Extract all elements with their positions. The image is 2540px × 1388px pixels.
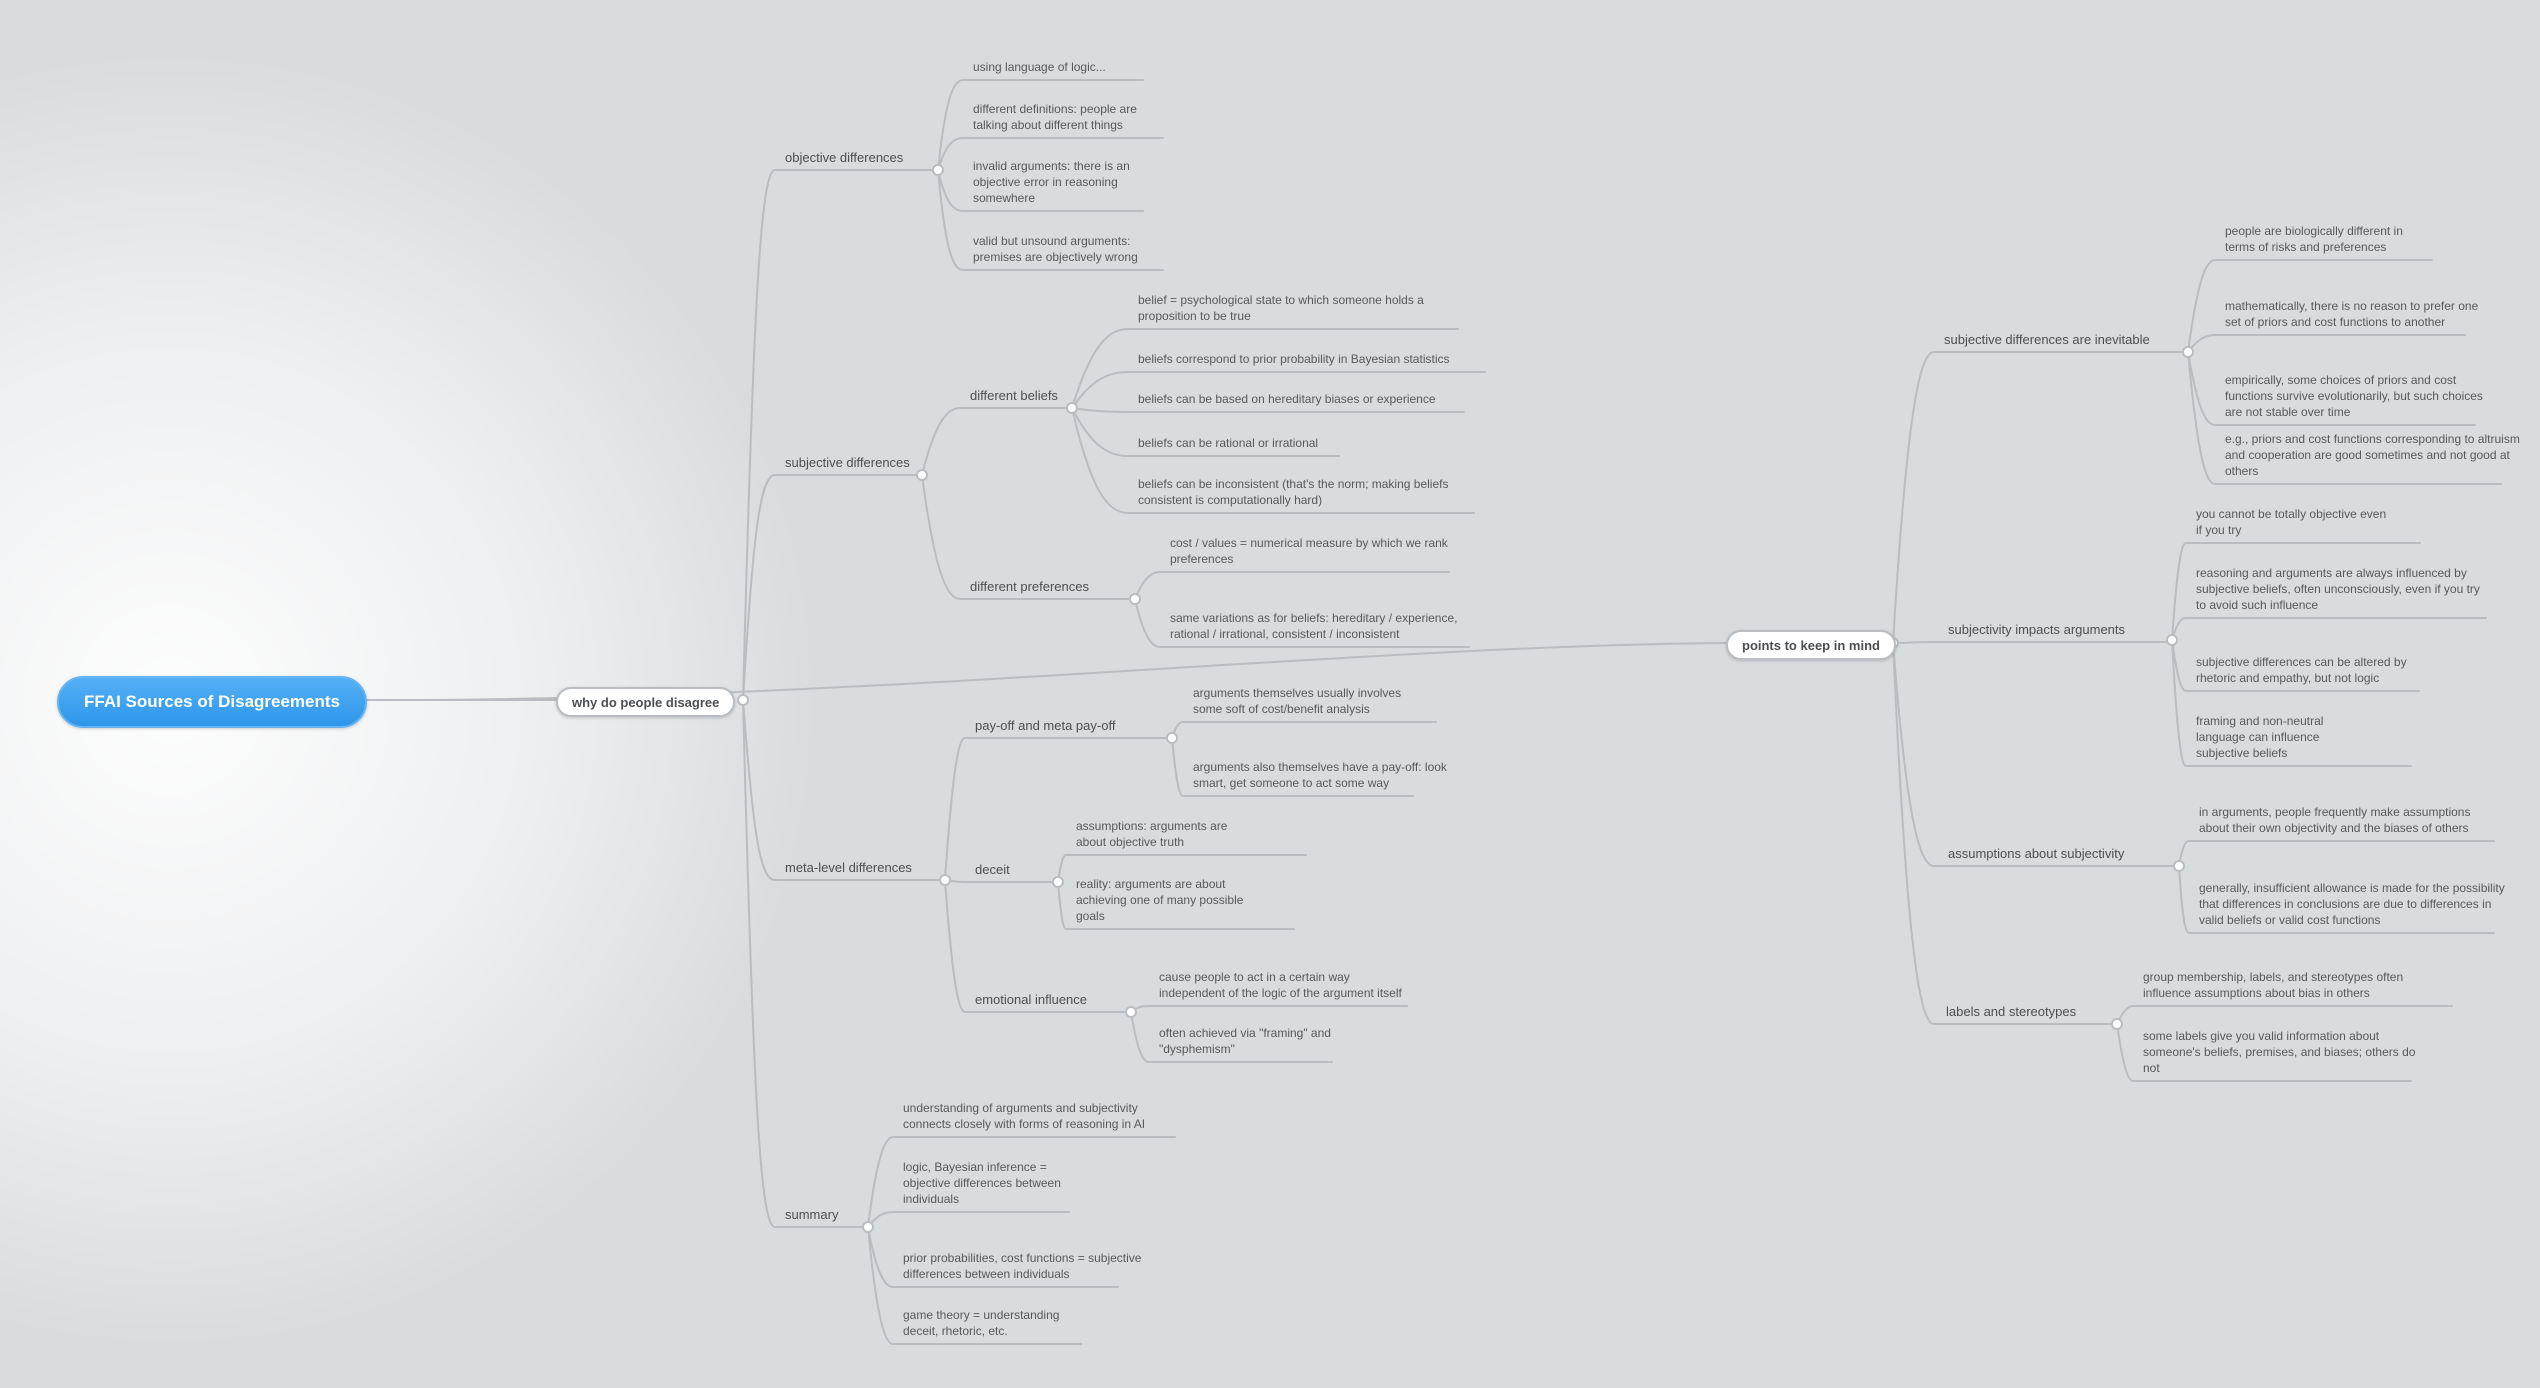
leaf-node[interactable]: e.g., priors and cost functions correspo… <box>2225 432 2520 478</box>
leaf-node[interactable]: beliefs correspond to prior probability … <box>1138 352 1450 366</box>
leaf-node[interactable]: belief = psychological state to which so… <box>1138 293 1424 323</box>
branch-node-points-to-keep-in-mind[interactable]: points to keep in mind <box>1726 630 1896 660</box>
leaf-node[interactable]: mathematically, there is no reason to pr… <box>2225 299 2479 329</box>
leaf-node[interactable]: reasoning and arguments are always influ… <box>2196 566 2480 612</box>
branch-node-why-do-people-disagree[interactable]: why do people disagree <box>556 687 736 717</box>
topic-meta-level-differences[interactable]: meta-level differences <box>785 860 912 875</box>
leaf-node[interactable]: beliefs can be based on hereditary biase… <box>1138 392 1436 406</box>
leaf-node[interactable]: people are biologically different in ter… <box>2225 224 2403 254</box>
topic-subjective-differences-are-inevitable[interactable]: subjective differences are inevitable <box>1944 332 2150 347</box>
leaf-node[interactable]: invalid arguments: there is an objective… <box>973 159 1130 205</box>
leaf-node[interactable]: prior probabilities, cost functions = su… <box>903 1251 1142 1281</box>
junction-dots <box>737 164 2194 1233</box>
leaf-node[interactable]: subjective differences can be altered by… <box>2196 655 2407 685</box>
leaf-node[interactable]: group membership, labels, and stereotype… <box>2143 970 2404 1000</box>
leaf-node[interactable]: arguments themselves usually involves so… <box>1193 686 1402 716</box>
leaf-node[interactable]: using language of logic... <box>973 60 1106 74</box>
topic-objective-differences[interactable]: objective differences <box>785 150 904 165</box>
leaf-node[interactable]: often achieved via "framing" and "dysphe… <box>1159 1026 1331 1056</box>
leaf-node[interactable]: logic, Bayesian inference = objective di… <box>903 1160 1061 1206</box>
leaf-node[interactable]: assumptions: arguments are about objecti… <box>1076 819 1228 849</box>
leaf-node[interactable]: some labels give you valid information a… <box>2143 1029 2416 1075</box>
topic-subjective-differences[interactable]: subjective differences <box>785 455 910 470</box>
leaf-node[interactable]: empirically, some choices of priors and … <box>2225 373 2483 419</box>
leaf-node[interactable]: generally, insufficient allowance is mad… <box>2199 881 2505 927</box>
topic-labels-and-stereotypes[interactable]: labels and stereotypes <box>1946 1004 2077 1019</box>
topic-pay-off-and-meta-pay-off[interactable]: pay-off and meta pay-off <box>975 718 1116 733</box>
leaf-node[interactable]: you cannot be totally objective even if … <box>2196 507 2387 537</box>
leaf-node[interactable]: beliefs can be rational or irrational <box>1138 436 1319 450</box>
topic-assumptions-about-subjectivity[interactable]: assumptions about subjectivity <box>1948 846 2125 861</box>
leaf-node[interactable]: same variations as for beliefs: heredita… <box>1170 611 1458 641</box>
leaf-node[interactable]: beliefs can be inconsistent (that's the … <box>1138 477 1449 507</box>
leaf-node[interactable]: different definitions: people are talkin… <box>973 102 1137 132</box>
root-node[interactable]: FFAI Sources of Disagreements <box>57 676 367 728</box>
leaf-node[interactable]: in arguments, people frequently make ass… <box>2199 805 2471 835</box>
leaf-node[interactable]: cause people to act in a certain way ind… <box>1159 970 1402 1000</box>
leaf-node[interactable]: arguments also themselves have a pay-off… <box>1193 760 1447 790</box>
leaf-node[interactable]: reality: arguments are about achieving o… <box>1076 877 1244 923</box>
leaf-node[interactable]: cost / values = numerical measure by whi… <box>1170 536 1448 566</box>
leaf-node[interactable]: understanding of arguments and subjectiv… <box>903 1101 1146 1131</box>
topic-different-beliefs[interactable]: different beliefs <box>970 388 1058 403</box>
leaf-node[interactable]: valid but unsound arguments: premises ar… <box>973 234 1138 264</box>
topic-subjectivity-impacts-arguments[interactable]: subjectivity impacts arguments <box>1948 622 2126 637</box>
topic-different-preferences[interactable]: different preferences <box>970 579 1089 594</box>
topic-emotional-influence[interactable]: emotional influence <box>975 992 1088 1007</box>
topic-summary[interactable]: summary <box>785 1207 839 1222</box>
topic-deceit[interactable]: deceit <box>975 862 1010 877</box>
leaf-node[interactable]: game theory = understanding deceit, rhet… <box>903 1308 1060 1338</box>
leaf-node[interactable]: framing and non-neutral language can inf… <box>2196 714 2324 760</box>
